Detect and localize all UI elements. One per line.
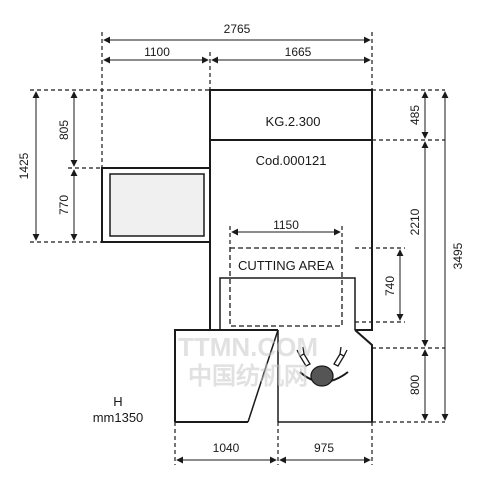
dim-cutting-height: 740 xyxy=(383,276,397,296)
code-label: Cod.000121 xyxy=(256,153,327,168)
machine-outline xyxy=(174,89,373,423)
dim-right-width: 1665 xyxy=(285,45,312,59)
dim-total-width: 2765 xyxy=(224,22,251,36)
dimension-lines xyxy=(32,36,449,464)
cutting-area-box xyxy=(229,247,343,327)
dim-bottom-height: 800 xyxy=(408,375,422,395)
watermark-text: TTMN.COM xyxy=(178,332,318,362)
cutting-area-label: CUTTING AREA xyxy=(238,258,334,273)
dim-left-total-height: 1425 xyxy=(17,152,31,179)
extension-lines xyxy=(30,32,445,465)
dim-bottom-left: 1040 xyxy=(213,441,240,455)
dim-top-band-height: 485 xyxy=(408,105,422,125)
dim-window-height: 770 xyxy=(57,195,71,215)
dim-middle-height: 2210 xyxy=(408,208,422,235)
model-label: KG.2.300 xyxy=(266,114,321,129)
top-band-box xyxy=(209,89,373,141)
watermark-subtext: 中国纺机网 xyxy=(188,362,308,390)
height-label: H xyxy=(113,394,122,409)
side-window xyxy=(101,167,211,243)
dim-cutting-width: 1150 xyxy=(273,218,299,232)
dim-bottom-right: 975 xyxy=(314,441,334,455)
dim-left-width: 1100 xyxy=(144,45,170,59)
lower-table-left xyxy=(174,329,278,422)
dim-total-height: 3495 xyxy=(451,242,465,269)
cutting-frame xyxy=(219,277,356,330)
height-value: mm1350 xyxy=(93,410,144,425)
dim-left-top-height: 805 xyxy=(57,120,71,140)
operator-icon xyxy=(296,346,349,387)
